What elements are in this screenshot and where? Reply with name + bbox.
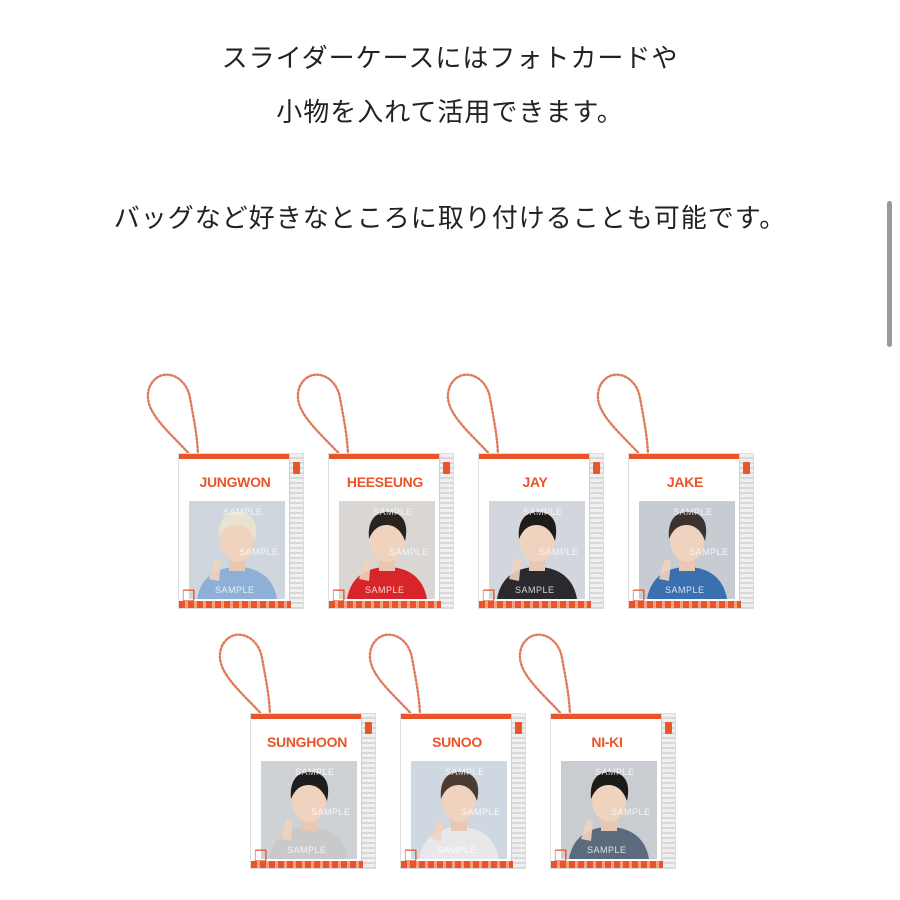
case-zipper bbox=[661, 714, 675, 868]
sample-watermark: SAMPLE bbox=[239, 547, 279, 557]
sample-watermark: SAMPLE bbox=[223, 507, 263, 517]
member-name: SUNGHOON bbox=[266, 734, 348, 750]
sample-watermark: SAMPLE bbox=[389, 547, 429, 557]
case-slider-tab bbox=[665, 722, 672, 734]
member-name: JAKE bbox=[666, 474, 704, 490]
sample-watermark: SAMPLE bbox=[437, 845, 477, 855]
slider-case: JAY SAMPLE SAMPLE SAMPLE ❒ bbox=[478, 453, 604, 609]
sample-watermark: SAMPLE bbox=[365, 585, 405, 595]
slider-case: NI-KI SAMPLE SAMPLE SAMPLE ❒ bbox=[550, 713, 676, 869]
case-zipper bbox=[589, 454, 603, 608]
sample-watermark: SAMPLE bbox=[611, 807, 651, 817]
case-bottom-band bbox=[251, 861, 363, 868]
case-top-band bbox=[329, 454, 441, 459]
member-photo: SAMPLE SAMPLE SAMPLE bbox=[261, 761, 357, 859]
sample-watermark: SAMPLE bbox=[665, 585, 705, 595]
slider-case: JAKE SAMPLE SAMPLE SAMPLE ❒ bbox=[628, 453, 754, 609]
case-top-band bbox=[479, 454, 591, 459]
sample-watermark: SAMPLE bbox=[311, 807, 351, 817]
case-zipper bbox=[361, 714, 375, 868]
keychain-jay[interactable]: JAY SAMPLE SAMPLE SAMPLE ❒ bbox=[438, 370, 604, 609]
member-photo: SAMPLE SAMPLE SAMPLE bbox=[561, 761, 657, 859]
sample-watermark: SAMPLE bbox=[523, 507, 563, 517]
brand-logo-icon: ❒ bbox=[182, 587, 196, 605]
sample-watermark: SAMPLE bbox=[461, 807, 501, 817]
scrollbar-thumb[interactable] bbox=[887, 201, 892, 347]
member-photo: SAMPLE SAMPLE SAMPLE bbox=[411, 761, 507, 859]
keychain-sunoo[interactable]: SUNOO SAMPLE SAMPLE SAMPLE ❒ bbox=[360, 630, 526, 869]
sample-watermark: SAMPLE bbox=[673, 507, 713, 517]
sample-watermark: SAMPLE bbox=[215, 585, 255, 595]
brand-logo-icon: ❒ bbox=[332, 587, 346, 605]
sample-watermark: SAMPLE bbox=[287, 845, 327, 855]
case-top-band bbox=[179, 454, 291, 459]
sample-watermark: SAMPLE bbox=[587, 845, 627, 855]
keychain-sunghoon[interactable]: SUNGHOON SAMPLE SAMPLE SAMPLE ❒ bbox=[210, 630, 376, 869]
brand-logo-icon: ❒ bbox=[404, 847, 418, 865]
case-slider-tab bbox=[593, 462, 600, 474]
brand-logo-icon: ❒ bbox=[632, 587, 646, 605]
keychain-heeseung[interactable]: HEESEUNG SAMPLE SAMPLE SAMPLE ❒ bbox=[288, 370, 454, 609]
case-bottom-band bbox=[551, 861, 663, 868]
case-bottom-band bbox=[329, 601, 441, 608]
sample-watermark: SAMPLE bbox=[595, 767, 635, 777]
sample-watermark: SAMPLE bbox=[515, 585, 555, 595]
sample-watermark: SAMPLE bbox=[689, 547, 729, 557]
member-name: NI-KI bbox=[591, 734, 623, 750]
member-photo: SAMPLE SAMPLE SAMPLE bbox=[489, 501, 585, 599]
case-slider-tab bbox=[515, 722, 522, 734]
case-top-band bbox=[629, 454, 741, 459]
keychain-ni-ki[interactable]: NI-KI SAMPLE SAMPLE SAMPLE ❒ bbox=[510, 630, 676, 869]
description-line-2: 小物を入れて活用できます。 bbox=[276, 98, 624, 128]
slider-case: HEESEUNG SAMPLE SAMPLE SAMPLE ❒ bbox=[328, 453, 454, 609]
case-top-band bbox=[551, 714, 663, 719]
case-bottom-band bbox=[401, 861, 513, 868]
case-slider-tab bbox=[743, 462, 750, 474]
brand-logo-icon: ❒ bbox=[554, 847, 568, 865]
member-photo: SAMPLE SAMPLE SAMPLE bbox=[339, 501, 435, 599]
case-zipper bbox=[739, 454, 753, 608]
description-line-1: スライダーケースにはフォトカードや bbox=[221, 44, 679, 74]
keychain-jungwon[interactable]: JUNGWON SAMPLE SAMPLE SAMPLE ❒ bbox=[138, 370, 304, 609]
brand-logo-icon: ❒ bbox=[254, 847, 268, 865]
member-photo: SAMPLE SAMPLE SAMPLE bbox=[639, 501, 735, 599]
description-line-3: バッグなど好きなところに取り付けることも可能です。 bbox=[113, 204, 787, 234]
slider-case: SUNOO SAMPLE SAMPLE SAMPLE ❒ bbox=[400, 713, 526, 869]
keychain-jake[interactable]: JAKE SAMPLE SAMPLE SAMPLE ❒ bbox=[588, 370, 754, 609]
slider-case: SUNGHOON SAMPLE SAMPLE SAMPLE ❒ bbox=[250, 713, 376, 869]
case-slider-tab bbox=[443, 462, 450, 474]
member-name: JUNGWON bbox=[199, 474, 271, 490]
slider-case: JUNGWON SAMPLE SAMPLE SAMPLE ❒ bbox=[178, 453, 304, 609]
case-zipper bbox=[289, 454, 303, 608]
member-name: HEESEUNG bbox=[346, 474, 424, 490]
sample-watermark: SAMPLE bbox=[445, 767, 485, 777]
case-zipper bbox=[439, 454, 453, 608]
member-name: SUNOO bbox=[432, 734, 482, 750]
case-bottom-band bbox=[179, 601, 291, 608]
brand-logo-icon: ❒ bbox=[482, 587, 496, 605]
case-bottom-band bbox=[479, 601, 591, 608]
sample-watermark: SAMPLE bbox=[295, 767, 335, 777]
case-top-band bbox=[401, 714, 513, 719]
member-photo: SAMPLE SAMPLE SAMPLE bbox=[189, 501, 285, 599]
member-name: JAY bbox=[522, 474, 548, 490]
sample-watermark: SAMPLE bbox=[539, 547, 579, 557]
sample-watermark: SAMPLE bbox=[373, 507, 413, 517]
case-slider-tab bbox=[293, 462, 300, 474]
case-top-band bbox=[251, 714, 363, 719]
case-slider-tab bbox=[365, 722, 372, 734]
case-bottom-band bbox=[629, 601, 741, 608]
case-zipper bbox=[511, 714, 525, 868]
